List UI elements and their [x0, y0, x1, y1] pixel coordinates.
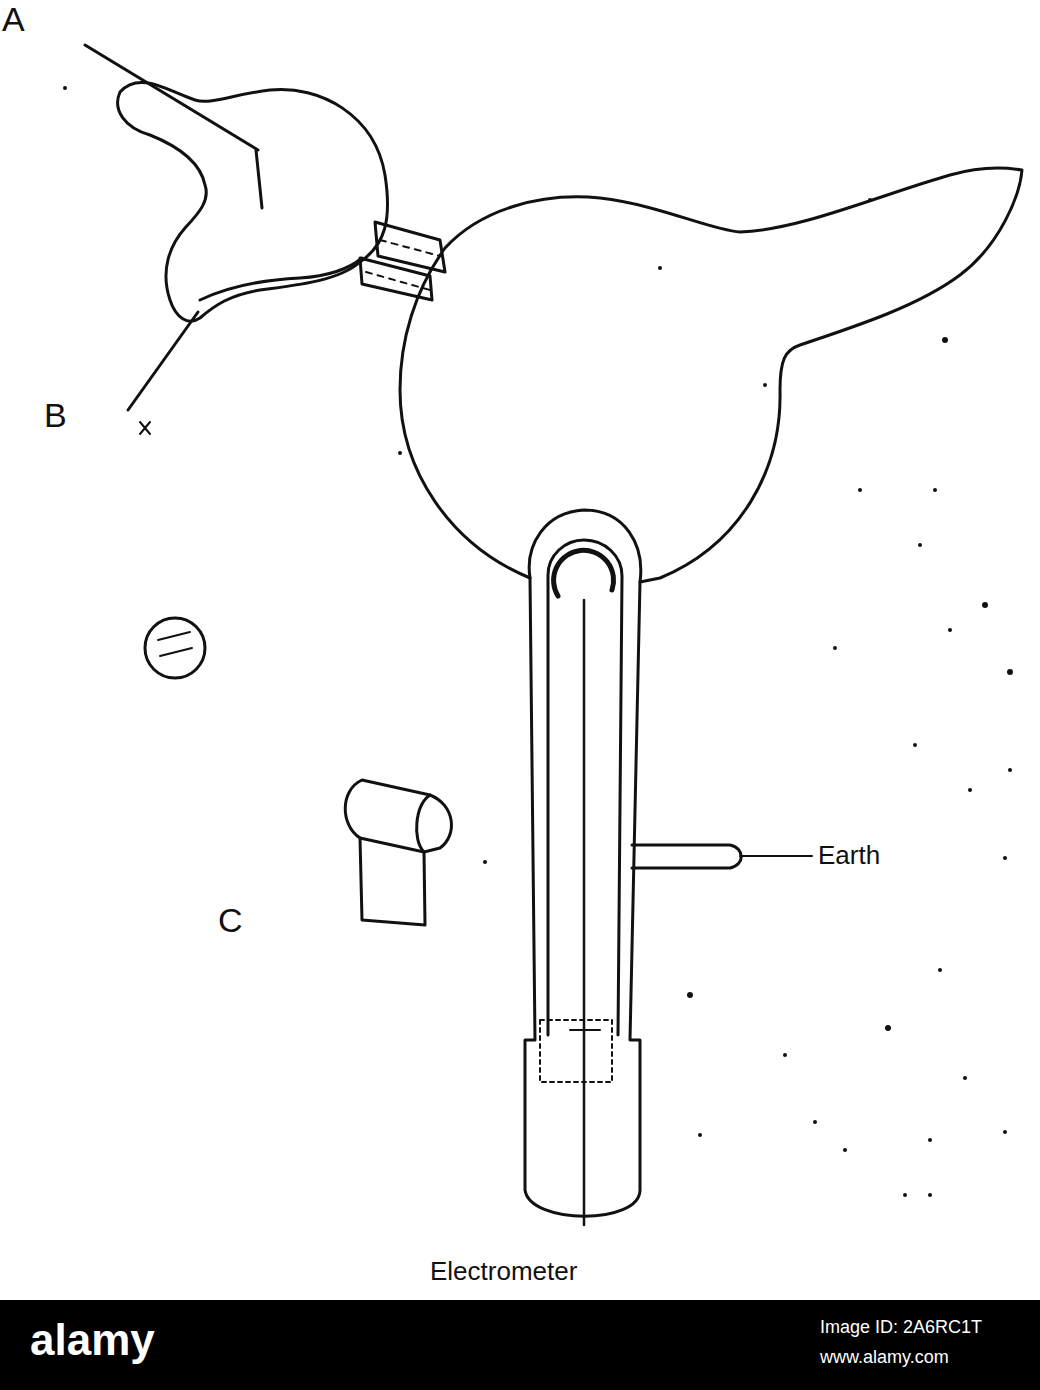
- terminal-label: Electrometer: [430, 1258, 577, 1284]
- watermark-logo: alamy: [30, 1318, 155, 1362]
- terminal-label: Earth: [818, 842, 880, 868]
- watermark-bar: [0, 1300, 1040, 1390]
- part-letter: A: [2, 2, 25, 36]
- watermark-url: www.alamy.com: [820, 1348, 949, 1366]
- watermark-id: Image ID: 2A6RC1T: [820, 1318, 982, 1336]
- part-letter: C: [218, 903, 243, 937]
- part-letter: B: [44, 398, 67, 432]
- apparatus-illustration: [0, 0, 1040, 1300]
